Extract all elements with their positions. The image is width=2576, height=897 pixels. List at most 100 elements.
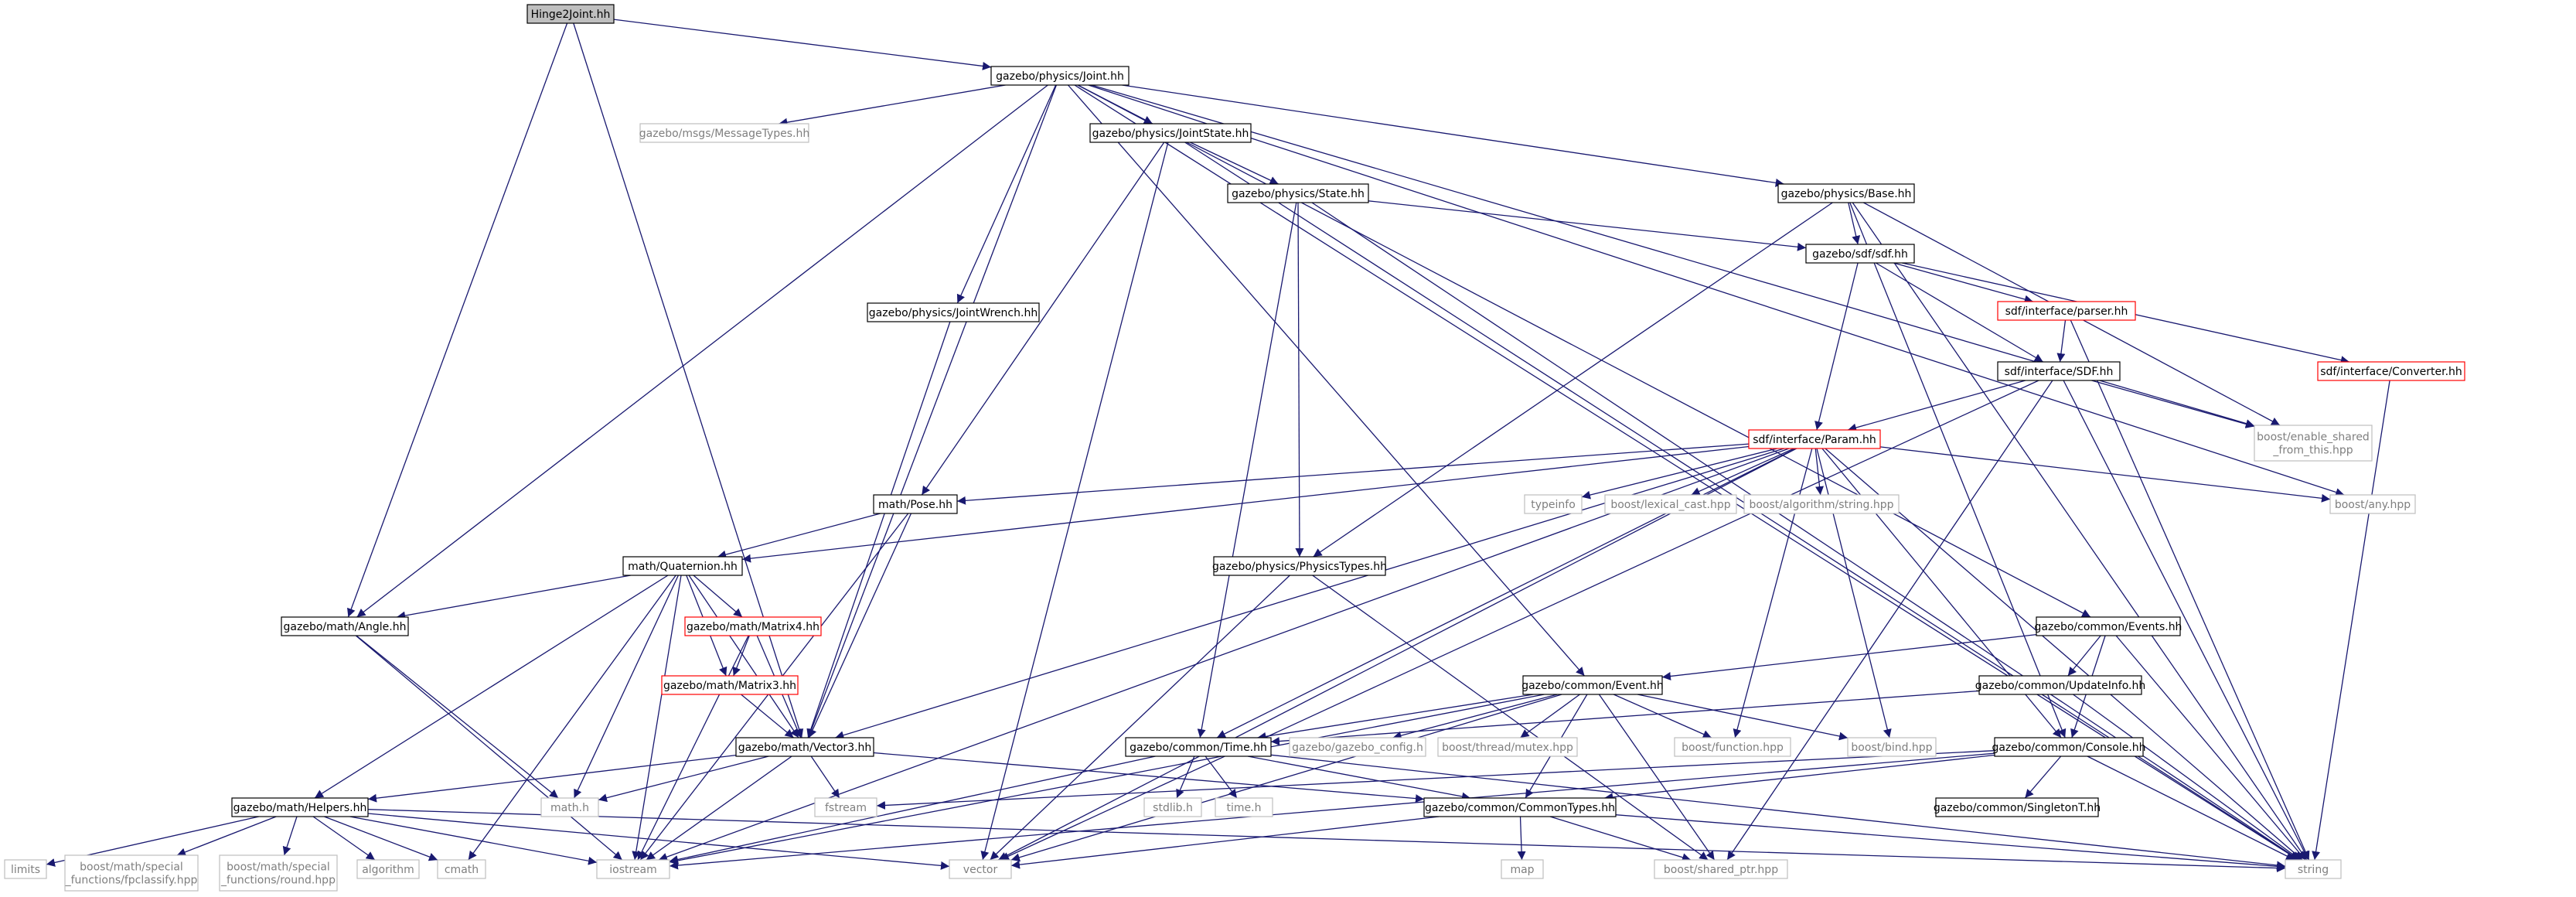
edge-jointstate-to-state	[1190, 142, 1279, 185]
node-box-sharedptr	[1654, 859, 1788, 879]
node-base[interactable]: gazebo/physics/Base.hh	[1777, 183, 1915, 203]
edge-matrix4-to-matrix3	[732, 635, 750, 677]
edge-base-to-string	[1852, 202, 2308, 861]
node-box-lexical	[1604, 494, 1737, 514]
node-label: map	[1510, 864, 1534, 876]
node-event[interactable]: gazebo/common/Event.hh	[1521, 675, 1664, 695]
node-singleton[interactable]: gazebo/common/SingletonT.hh	[1934, 797, 2101, 817]
edge-console-to-commontypes	[1604, 754, 1995, 802]
node-iostream: iostream	[596, 859, 670, 879]
node-label: math/Pose.hh	[878, 499, 952, 511]
node-algorithm: algorithm	[356, 859, 420, 879]
nodes-layer: Hinge2Joint.hh gazebo/physics/Joint.hh gaz…	[4, 4, 2465, 892]
node-map: map	[1501, 859, 1544, 879]
node-angle[interactable]: gazebo/math/Angle.hh	[281, 616, 409, 636]
node-label: gazebo/physics/Base.hh	[1781, 188, 1912, 200]
node-box-msgtypes	[639, 123, 809, 143]
edge-joint-to-vector3	[807, 84, 1058, 738]
edge-base-to-physicstypes	[1313, 202, 1833, 558]
node-label: fstream	[825, 802, 867, 814]
node-label: boost/math/special	[80, 861, 183, 874]
edge-sdfhh-to-string	[2063, 380, 2309, 861]
edge-param-to-vector	[998, 448, 1797, 861]
node-events[interactable]: gazebo/common/Events.hh	[2035, 616, 2182, 636]
node-box-angle	[281, 616, 409, 636]
node-time[interactable]: gazebo/common/Time.hh	[1125, 737, 1272, 757]
node-box-mathh	[540, 797, 599, 817]
node-box-cmath	[437, 859, 486, 879]
edge-sdfhh-to-vector	[1000, 380, 2039, 861]
edge-joint-to-boostany	[1088, 84, 2345, 496]
node-msgtypes: gazebo/msgs/MessageTypes.hh	[639, 123, 809, 143]
node-box-gazeboconfig	[1289, 737, 1426, 757]
edge-matrix4-to-iostream	[637, 635, 749, 861]
node-box-singleton	[1935, 797, 2099, 817]
node-pose[interactable]: math/Pose.hh	[873, 494, 958, 514]
node-console[interactable]: gazebo/common/Console.hh	[1992, 737, 2146, 757]
node-label: gazebo/common/Event.hh	[1521, 680, 1664, 692]
node-box-vector3	[735, 737, 874, 757]
edge-updateinfo-to-time	[1270, 690, 1980, 745]
node-limits: limits	[4, 859, 47, 879]
edge-vector3-to-fstream	[810, 755, 840, 799]
edge-commontypes-to-vector	[1010, 816, 1440, 869]
edge-param-to-boostany	[1879, 446, 2331, 503]
edge-hinge2-to-angle	[347, 22, 568, 618]
edge-events-to-updateinfo	[2067, 635, 2101, 677]
node-box-jointstate	[1089, 123, 1252, 143]
node-label: boost/thread/mutex.hpp	[1442, 742, 1573, 754]
node-hinge2[interactable]: Hinge2Joint.hh	[526, 4, 615, 24]
node-vector3[interactable]: gazebo/math/Vector3.hh	[735, 737, 874, 757]
node-label: algorithm	[362, 864, 414, 876]
node-box-console	[1994, 737, 2144, 757]
node-box-matrix3	[661, 675, 799, 695]
node-quaternion[interactable]: math/Quaternion.hh	[622, 556, 743, 576]
node-label: gazebo/math/Matrix4.hh	[687, 621, 819, 633]
node-commontypes[interactable]: gazebo/common/CommonTypes.hh	[1423, 797, 1617, 817]
node-fpclassify: boost/math/special_functions/fpclassify.…	[64, 854, 199, 892]
edge-event-to-gazeboconfig	[1392, 694, 1558, 740]
node-label: gazebo/math/Vector3.hh	[738, 742, 872, 754]
node-box-mutex	[1437, 737, 1578, 757]
edge-state-to-sdf	[1368, 200, 1807, 251]
node-state[interactable]: gazebo/physics/State.hh	[1227, 183, 1369, 203]
node-mutex: boost/thread/mutex.hpp	[1437, 737, 1578, 757]
edge-param-to-time	[1216, 448, 1797, 738]
node-param[interactable]: sdf/interface/Param.hh	[1748, 429, 1881, 449]
node-matrix4[interactable]: gazebo/math/Matrix4.hh	[684, 616, 822, 636]
node-parser[interactable]: sdf/interface/parser.hh	[1997, 301, 2136, 321]
node-box-fpclassify	[64, 854, 199, 892]
node-label: sdf/interface/Converter.hh	[2320, 366, 2462, 378]
node-joint[interactable]: gazebo/physics/Joint.hh	[990, 66, 1130, 86]
node-matrix3[interactable]: gazebo/math/Matrix3.hh	[661, 675, 799, 695]
edge-event-to-vector	[1010, 694, 1562, 862]
node-label: gazebo/physics/PhysicsTypes.hh	[1212, 561, 1387, 573]
node-box-helpers	[231, 797, 369, 817]
node-bind: boost/bind.hpp	[1847, 737, 1937, 757]
edge-console-to-string	[2087, 755, 2295, 861]
node-helpers[interactable]: gazebo/math/Helpers.hh	[231, 797, 369, 817]
node-box-timeh	[1215, 797, 1273, 817]
node-sdf[interactable]: gazebo/sdf/sdf.hh	[1805, 244, 1915, 264]
edge-param-to-quaternion	[741, 445, 1750, 563]
node-jointstate[interactable]: gazebo/physics/JointState.hh	[1089, 123, 1252, 143]
edge-base-to-console	[1849, 202, 2067, 738]
node-label: Hinge2Joint.hh	[531, 9, 611, 21]
node-label: boost/algorithm/string.hpp	[1749, 499, 1893, 511]
edge-pose-to-quaternion	[717, 513, 881, 559]
node-sharedptr: boost/shared_ptr.hpp	[1654, 859, 1788, 879]
node-box-pose	[873, 494, 958, 514]
node-jointwrench[interactable]: gazebo/physics/JointWrench.hh	[867, 302, 1040, 322]
node-updateinfo[interactable]: gazebo/common/UpdateInfo.hh	[1975, 675, 2145, 695]
edge-event-to-bind	[1637, 694, 1849, 741]
node-physicstypes[interactable]: gazebo/physics/PhysicsTypes.hh	[1212, 556, 1387, 576]
edge-event-to-mutex	[1520, 694, 1580, 738]
node-converter[interactable]: sdf/interface/Converter.hh	[2317, 361, 2465, 381]
edge-updateinfo-to-string	[2073, 694, 2301, 861]
edge-pose-to-vector3	[808, 513, 912, 738]
node-sdfhh[interactable]: sdf/interface/SDF.hh	[1997, 361, 2121, 381]
node-label: time.h	[1227, 802, 1262, 814]
node-label: gazebo/common/Time.hh	[1130, 742, 1267, 754]
edge-quaternion-to-angle	[397, 575, 631, 620]
edge-physicstypes-to-vector	[990, 575, 1290, 861]
